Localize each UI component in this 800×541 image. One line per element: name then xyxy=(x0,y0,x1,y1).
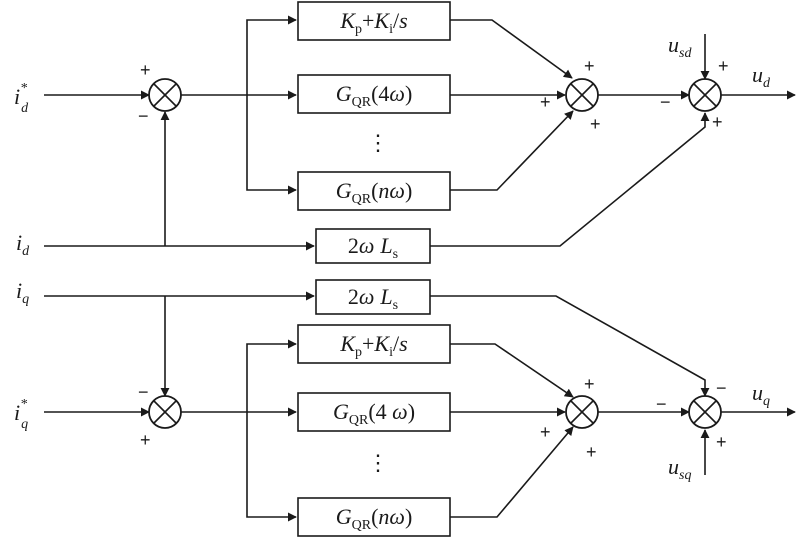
qrn-d-to-sum2 xyxy=(450,110,574,191)
sj1-sign-top: + xyxy=(140,60,151,80)
usd-label: usd xyxy=(668,32,692,61)
summing-junction-4 xyxy=(148,395,182,429)
error-q-to-qrn xyxy=(246,412,297,522)
qr4-block-d xyxy=(297,74,451,114)
usq-label: usq xyxy=(668,454,691,483)
cross-d-to-sum3 xyxy=(430,112,710,247)
pi-block-q-label: Kp+Ki/s xyxy=(339,331,407,360)
qrn-block-d xyxy=(297,171,451,211)
iq-ref-label: i*q xyxy=(14,397,28,432)
ellipsis-q: ⋮ xyxy=(367,450,389,475)
pi-q-to-sum5 xyxy=(450,343,574,398)
uq-label: uq xyxy=(752,380,770,409)
sj2-sign-top: + xyxy=(584,56,595,76)
sj2-sign-left: + xyxy=(540,92,551,112)
sj4-sign-bottom: + xyxy=(140,430,151,450)
pi-block-q xyxy=(297,324,451,364)
sj2-sign-bottom: + xyxy=(590,114,601,134)
pi-block-d xyxy=(297,1,451,41)
sj3-sign-top: + xyxy=(718,56,729,76)
sj6-sign-bottom: + xyxy=(716,432,727,452)
sj3-sign-bottom: + xyxy=(712,112,723,132)
qrn-q-to-sum5 xyxy=(450,426,574,518)
pi-d-to-sum2 xyxy=(450,19,573,79)
summing-junction-6 xyxy=(688,395,722,429)
d-axis-loop: i*d + − Kp+Ki/s GQR(4ω) ⋮ GQR(nω) + + + xyxy=(14,1,796,264)
ellipsis-d: ⋮ xyxy=(367,130,389,155)
ud-label: ud xyxy=(752,62,771,91)
sj3-sign-left: − xyxy=(660,92,671,112)
summing-junction-2 xyxy=(565,78,599,112)
sj5-sign-top: + xyxy=(584,374,595,394)
qr4-block-q xyxy=(297,392,451,432)
pi-block-d-label: Kp+Ki/s xyxy=(339,8,407,37)
id-label: id xyxy=(16,230,30,259)
sj6-sign-top: − xyxy=(716,378,727,398)
cross-coupling-block-q xyxy=(315,279,431,315)
id-ref-label: i*d xyxy=(14,81,29,116)
summing-junction-1 xyxy=(148,78,182,112)
summing-junction-3 xyxy=(688,78,722,112)
qr4-block-d-label: GQR(4ω) xyxy=(336,81,413,110)
iq-label: iq xyxy=(16,278,29,307)
sj5-sign-left: + xyxy=(540,422,551,442)
sj5-sign-bottom: + xyxy=(586,442,597,462)
qrn-block-d-label: GQR(nω) xyxy=(336,178,413,207)
error-to-qrn xyxy=(246,95,297,195)
summing-junction-5 xyxy=(565,395,599,429)
qr4-block-q-label: GQR(4 ω) xyxy=(333,399,415,428)
cross-q-to-sum6 xyxy=(430,295,710,397)
error-to-pi xyxy=(246,15,297,95)
sj4-sign-top: − xyxy=(138,382,149,402)
error-q-to-pi xyxy=(246,339,297,412)
sj6-sign-left: − xyxy=(656,394,667,414)
sj1-sign-bottom: − xyxy=(138,106,149,126)
qrn-block-q-label: GQR(nω) xyxy=(336,504,413,533)
